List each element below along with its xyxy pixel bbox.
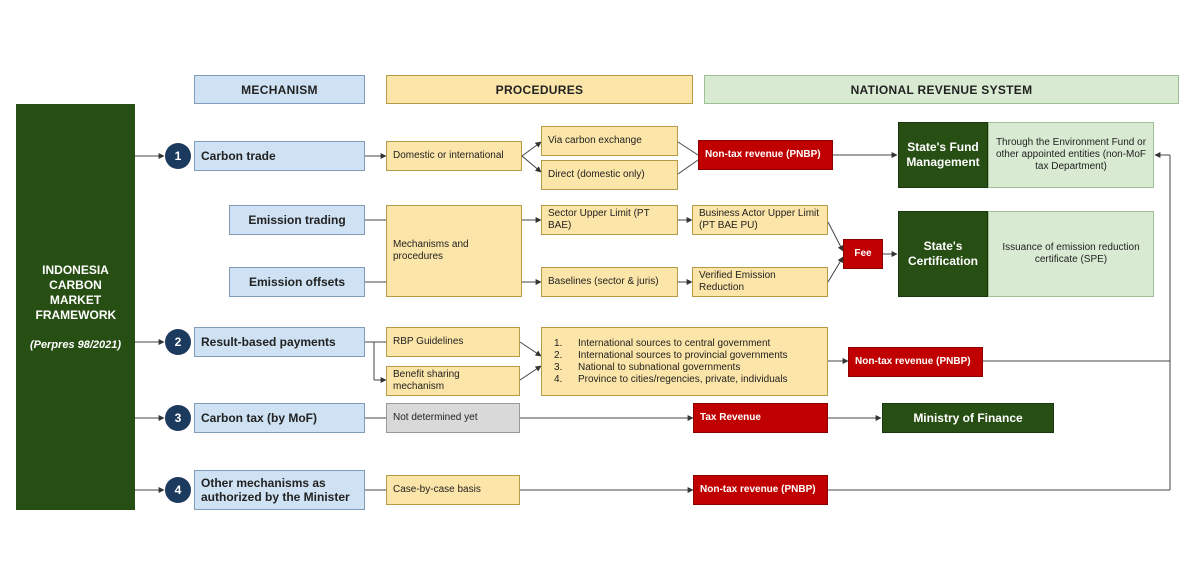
- number-circle-2: 2: [165, 329, 191, 355]
- ministry-of-finance: Ministry of Finance: [882, 403, 1054, 433]
- arrow-guidelines-to-list: [519, 341, 542, 357]
- procedure-sector-upper-limit: Sector Upper Limit (PT BAE): [541, 205, 678, 235]
- mechanism-carbon-trade: Carbon trade: [194, 141, 365, 171]
- procedure-via-carbon-exchange: Via carbon exchange: [541, 126, 678, 156]
- certification-detail: Issuance of emission reduction certifica…: [988, 211, 1154, 297]
- line-direct-to-pnbp: [677, 159, 699, 175]
- list-item: 1.International sources to central gover…: [554, 337, 771, 349]
- procedure-rbp-list: 1.International sources to central gover…: [541, 327, 828, 396]
- arrow-business-to-fee: [827, 221, 844, 252]
- framework-title: INDONESIA CARBON MARKET FRAMEWORK: [35, 263, 117, 322]
- list-item: 4.Province to cities/regencies, private,…: [554, 373, 788, 385]
- mechanism-result-based-payments: Result-based payments: [194, 327, 365, 357]
- procedure-case-by-case: Case-by-case basis: [386, 475, 520, 505]
- revenue-non-tax-4: Non-tax revenue (PNBP): [693, 475, 828, 505]
- arrow-domestic-to-direct: [521, 155, 542, 173]
- framework-subtitle: (Perpres 98/2021): [29, 339, 122, 351]
- procedure-not-determined: Not determined yet: [386, 403, 520, 433]
- mechanism-emission-trading: Emission trading: [229, 205, 365, 235]
- procedure-mechanisms-and-procedures: Mechanisms and procedures: [386, 205, 522, 297]
- number-circle-1: 1: [165, 143, 191, 169]
- states-certification: State's Certification: [898, 211, 988, 297]
- procedure-verified-emission-reduction: Verified Emission Reduction: [692, 267, 828, 297]
- mechanism-other: Other mechanisms as authorized by the Mi…: [194, 470, 365, 510]
- procedure-baselines: Baselines (sector & juris): [541, 267, 678, 297]
- list-item: 3.National to subnational governments: [554, 361, 741, 373]
- line-exchange-to-pnbp: [677, 141, 699, 156]
- fund-detail: Through the Environment Fund or other ap…: [988, 122, 1154, 188]
- revenue-tax: Tax Revenue: [693, 403, 828, 433]
- mechanism-carbon-tax: Carbon tax (by MoF): [194, 403, 365, 433]
- header-procedures: PROCEDURES: [386, 75, 693, 104]
- procedure-benefit-sharing: Benefit sharing mechanism: [386, 366, 520, 396]
- revenue-fee: Fee: [843, 239, 883, 269]
- procedure-rbp-guidelines: RBP Guidelines: [386, 327, 520, 357]
- procedure-domestic-or-international: Domestic or international: [386, 141, 522, 171]
- states-fund-management: State's Fund Management: [898, 122, 988, 188]
- arrow-domestic-to-exchange: [521, 141, 542, 157]
- procedure-direct-domestic: Direct (domestic only): [541, 160, 678, 190]
- arrow-verified-to-fee: [827, 256, 844, 283]
- revenue-non-tax-1: Non-tax revenue (PNBP): [698, 140, 833, 170]
- revenue-non-tax-2: Non-tax revenue (PNBP): [848, 347, 983, 377]
- procedure-business-actor-upper-limit: Business Actor Upper Limit (PT BAE PU): [692, 205, 828, 235]
- header-mechanism: MECHANISM: [194, 75, 365, 104]
- header-national-revenue: NATIONAL REVENUE SYSTEM: [704, 75, 1179, 104]
- number-circle-4: 4: [165, 477, 191, 503]
- number-circle-3: 3: [165, 405, 191, 431]
- mechanism-emission-offsets: Emission offsets: [229, 267, 365, 297]
- arrow-benefit-to-list: [519, 365, 542, 381]
- list-item: 2.International sources to provincial go…: [554, 349, 788, 361]
- framework-panel: INDONESIA CARBON MARKET FRAMEWORK (Perpr…: [16, 104, 135, 510]
